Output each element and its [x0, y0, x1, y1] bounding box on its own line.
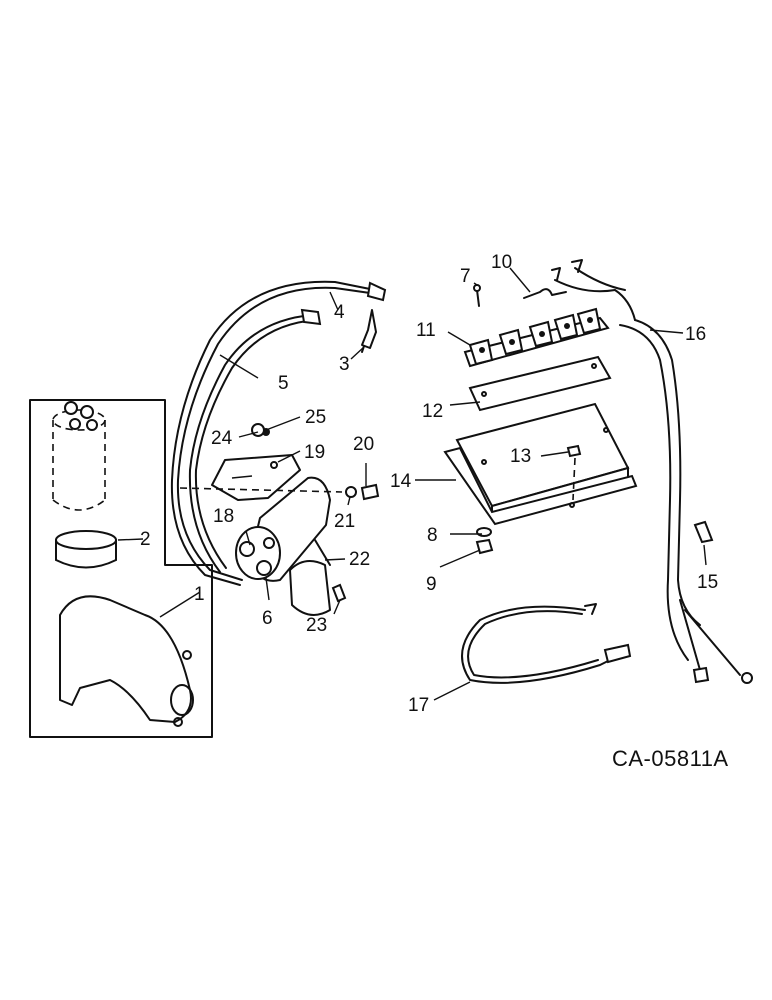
clip-10: [523, 288, 567, 299]
clip-15: [693, 520, 714, 544]
callout-9: 9: [426, 574, 437, 595]
callout-2: 2: [140, 529, 151, 550]
callout-8: 8: [427, 525, 438, 546]
callout-12: 12: [422, 401, 443, 422]
screw-7: [473, 284, 481, 307]
spark-cable-4: [170, 280, 387, 586]
capacitor-6: [179, 476, 343, 582]
callout-4: 4: [334, 302, 345, 323]
callout-10: 10: [491, 252, 512, 273]
insulator-12: [468, 355, 612, 412]
clamp-22: [289, 539, 331, 616]
callout-13: 13: [510, 446, 531, 467]
bolt-13: [566, 444, 582, 501]
bracket-19: [211, 423, 301, 501]
callout-15: 15: [697, 572, 718, 593]
callout-24: 24: [211, 428, 233, 449]
terminal-strip: [463, 307, 610, 368]
figure-code: CA-05811A: [612, 746, 729, 771]
callout-23: 23: [306, 615, 327, 636]
callout-20: 20: [353, 434, 374, 455]
screw-23: [331, 583, 347, 603]
callout-6: 6: [262, 608, 273, 629]
callout-3: 3: [339, 354, 350, 375]
callout-19: 19: [304, 442, 325, 463]
inset-capacitor: [52, 401, 106, 511]
harness-16: [551, 259, 753, 684]
cable-17: [461, 603, 632, 684]
callout-17: 17: [408, 695, 429, 716]
callout-7: 7: [460, 266, 471, 287]
nut-9: [475, 538, 494, 555]
callout-11: 11: [416, 320, 436, 341]
callout-16: 16: [685, 324, 706, 345]
inset-box: [29, 399, 213, 738]
spark-cable-5: [188, 308, 322, 573]
callout-25: 25: [305, 407, 326, 428]
washer-8: [476, 527, 492, 537]
box-14: [443, 402, 638, 526]
callout-18: 18: [213, 506, 234, 527]
inset-clamp-band: [55, 530, 117, 569]
callout-14: 14: [390, 471, 412, 492]
spark-plug: [361, 309, 377, 353]
leader-lines: [117, 267, 707, 701]
callout-5: 5: [278, 373, 289, 394]
callout-22: 22: [349, 549, 370, 570]
callout-1: 1: [194, 584, 205, 605]
callout-21: 21: [334, 511, 355, 532]
bolt-20: [345, 483, 380, 501]
inset-bracket: [59, 595, 194, 727]
